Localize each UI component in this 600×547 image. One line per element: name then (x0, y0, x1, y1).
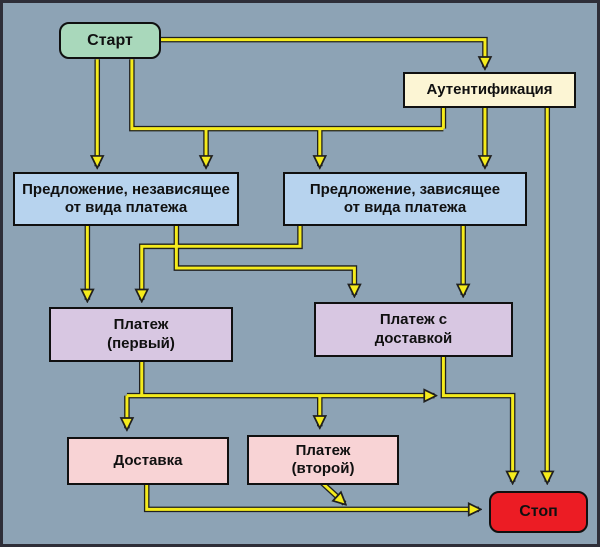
edge-start-to-top-junction (129, 59, 444, 132)
node-offer-independent-label: Предложение, независящее от вида платежа (22, 180, 230, 216)
node-payment-with-delivery: Платеж с доставкой (314, 302, 513, 357)
node-start-label: Старт (87, 31, 133, 49)
node-offer-dependent-label: Предложение, зависящее от вида платежа (309, 180, 501, 216)
node-authentication-label: Аутентификация (426, 80, 553, 98)
edge-offer-independent-to-payment-delivery (173, 224, 358, 295)
node-stop: Стоп (489, 491, 588, 533)
node-stop-label: Стоп (519, 503, 558, 521)
edge-offer-dependent-to-payment-first (138, 224, 303, 300)
node-offer-dependent: Предложение, зависящее от вида платежа (283, 172, 527, 226)
edge-delivery-to-stop (145, 480, 479, 510)
node-offer-independent: Предложение, независящее от вида платежа (13, 172, 239, 226)
node-payment-first: Платеж (первый) (49, 307, 233, 362)
edge-start-to-auth (159, 38, 485, 68)
edge-offer-independent-to-payment-delivery (174, 224, 354, 295)
edge-start-to-top-junction (130, 59, 444, 131)
node-payment-with-delivery-label: Платеж с доставкой (374, 311, 453, 347)
edge-offer-dependent-to-payment-first (142, 224, 302, 300)
node-delivery-label: Доставка (113, 451, 183, 469)
edge-payment-delivery-to-stop (440, 354, 516, 482)
node-payment-second-label: Платеж (второй) (291, 441, 355, 477)
edge-start-to-auth (159, 36, 488, 68)
edge-payment-delivery-to-stop (441, 354, 512, 482)
node-payment-second: Платеж (второй) (247, 435, 399, 485)
node-payment-first-label: Платеж (первый) (107, 316, 175, 352)
node-start: Старт (59, 22, 161, 59)
edge-delivery-to-stop (143, 480, 480, 513)
flow-arrows (3, 36, 597, 544)
node-authentication: Аутентификация (403, 72, 576, 108)
node-delivery: Доставка (67, 437, 229, 485)
